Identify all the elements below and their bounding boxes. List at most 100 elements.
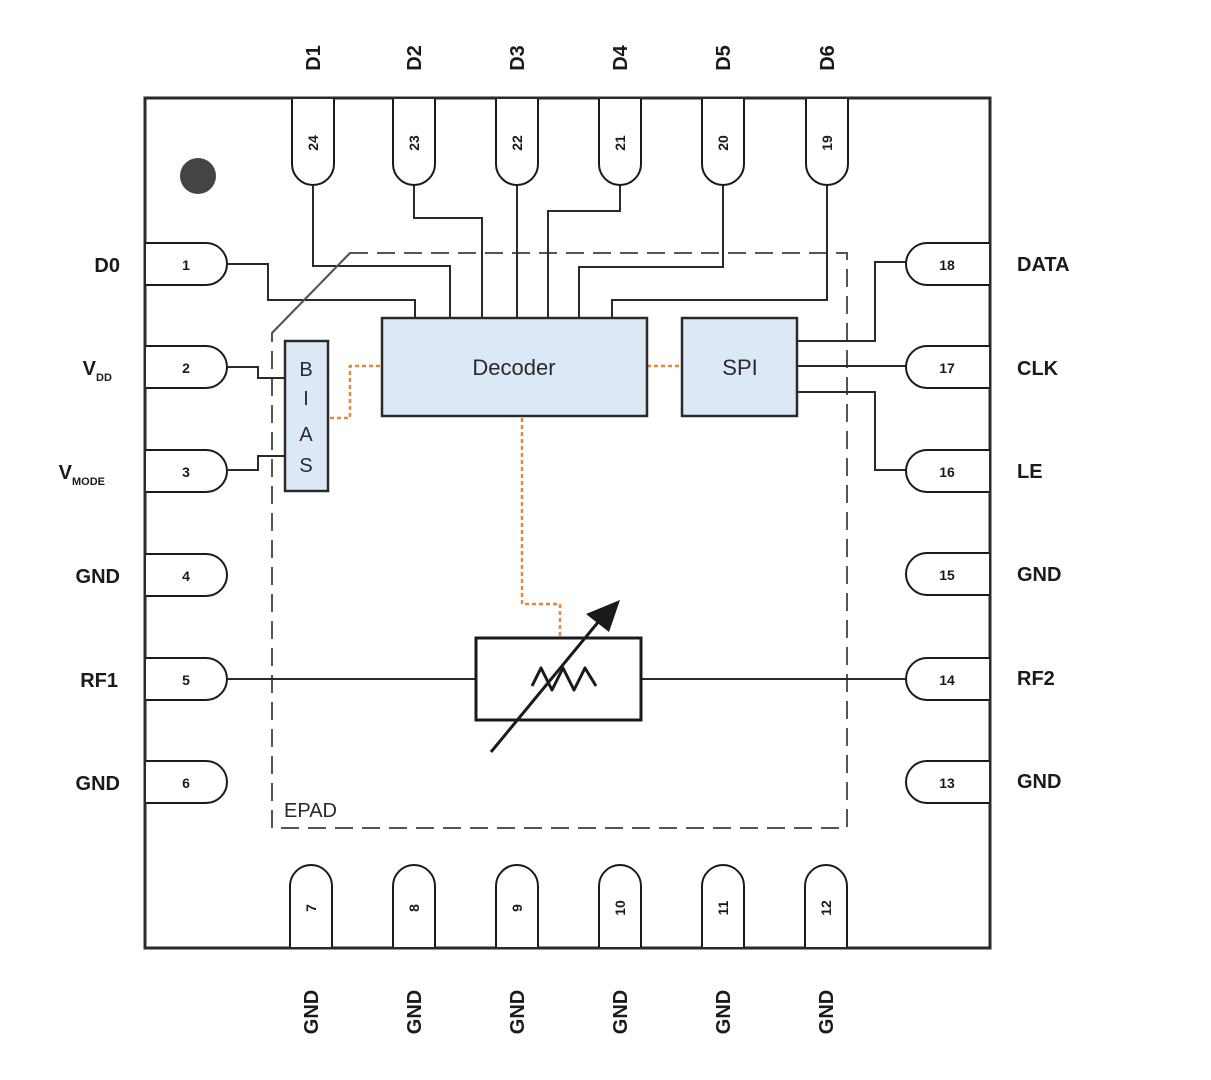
pin-label: RF1 [80,670,118,692]
bias-letter: B [299,359,312,381]
pin-14: 14 [905,657,989,701]
variable-arrow-line [489,614,606,753]
pin-16: 16 [905,449,989,493]
wire-vdd [228,366,285,379]
bias-block [283,339,330,493]
wire-le [797,391,906,471]
pin-number: 2 [182,360,190,376]
pin-label: D6 [817,45,839,71]
pin-number: 9 [509,904,525,912]
pin-label: GND [1017,771,1061,793]
pin-number: 7 [303,904,319,912]
arrow-head-icon [586,600,620,632]
pin-number: 18 [939,257,955,273]
spi-block [680,316,799,418]
pin-label: CLK [1017,358,1059,380]
pin-number: 21 [612,135,628,151]
pin-20: 20 [701,99,745,186]
pin-22: 22 [495,99,539,186]
pin-number: 22 [509,135,525,151]
pin-label: D4 [610,44,632,70]
pin-2: 2 [146,345,228,389]
pin-number: 4 [182,568,190,584]
pin-19: 19 [805,99,849,186]
pin-11: 11 [701,864,745,947]
pin-3: 3 [146,449,228,493]
pin-5: 5 [146,657,228,701]
resistor-zigzag-icon [530,666,598,692]
pin-number: 20 [715,135,731,151]
pin-label: DATA [1017,254,1070,276]
pin-label: D0 [94,255,120,277]
bias-letter: I [303,388,309,410]
pin-label: D3 [507,45,529,71]
pin-10: 10 [598,864,642,947]
pin-number: 8 [406,904,422,912]
pin-label: RF2 [1017,668,1055,690]
wire-vmode [228,455,285,471]
pin-label: GND [76,566,120,588]
pin-number: 3 [182,464,190,480]
pin-number: 23 [406,135,422,151]
bias-letter: A [299,424,313,446]
pin-label: LE [1017,461,1043,483]
pin-number: 13 [939,775,955,791]
spi-label: SPI [722,355,757,380]
pin-label: GND [301,990,323,1034]
wire-d2 [413,185,483,318]
pin-number: 1 [182,257,190,273]
decoder-block [380,316,649,418]
pin-4: 4 [146,553,228,597]
pin-number: 10 [612,900,628,916]
pin-number: 14 [939,672,955,688]
pin-12: 12 [804,864,848,947]
pin-6: 6 [146,760,228,804]
pin-number: 5 [182,672,190,688]
wire-data [797,261,906,342]
pin1-marker-dot [180,158,216,194]
pin-number: 6 [182,775,190,791]
pin-9: 9 [495,864,539,947]
bias-letter: S [299,455,312,477]
package-outline [143,96,992,950]
epad-label: EPAD [284,800,337,822]
decoder-label: Decoder [472,355,555,380]
pin-label: GND [507,990,529,1034]
pin-number: 16 [939,464,955,480]
pin-label: GND [610,990,632,1034]
pin-number: 12 [818,900,834,916]
pin-label: GND [76,773,120,795]
pin-label: D5 [713,45,735,71]
pin-number: 24 [305,135,321,151]
pin-label-subscript: MODE [72,476,105,488]
wire-d6 [611,185,828,318]
pin-label: V [59,462,73,484]
pin-1: 1 [146,242,228,286]
pin-23: 23 [392,99,436,186]
pin-label: V [83,358,97,380]
pin-number: 15 [939,567,955,583]
pin-label: GND [816,990,838,1034]
epad-corner-link [271,252,351,334]
pin-24: 24 [291,99,335,186]
wire-d4 [547,185,621,318]
wire-d1 [312,185,451,318]
control-bias-decoder [330,364,382,420]
pin-label: GND [1017,564,1061,586]
pin-label: D2 [404,45,426,71]
pin-15: 15 [905,552,989,596]
wire-d5 [578,185,724,318]
pin-18: 18 [905,242,989,286]
pin-7: 7 [289,864,333,947]
pin-label: D1 [303,45,325,71]
pin-number: 17 [939,360,955,376]
pin-label-subscript: DD [96,372,112,384]
pin-21: 21 [598,99,642,186]
control-decoder-attenuator [520,418,562,638]
pin-17: 17 [905,345,989,389]
pin-label: GND [713,990,735,1034]
wire-d0 [228,263,416,318]
pin-number: 11 [715,900,731,915]
pin-13: 13 [905,760,989,804]
